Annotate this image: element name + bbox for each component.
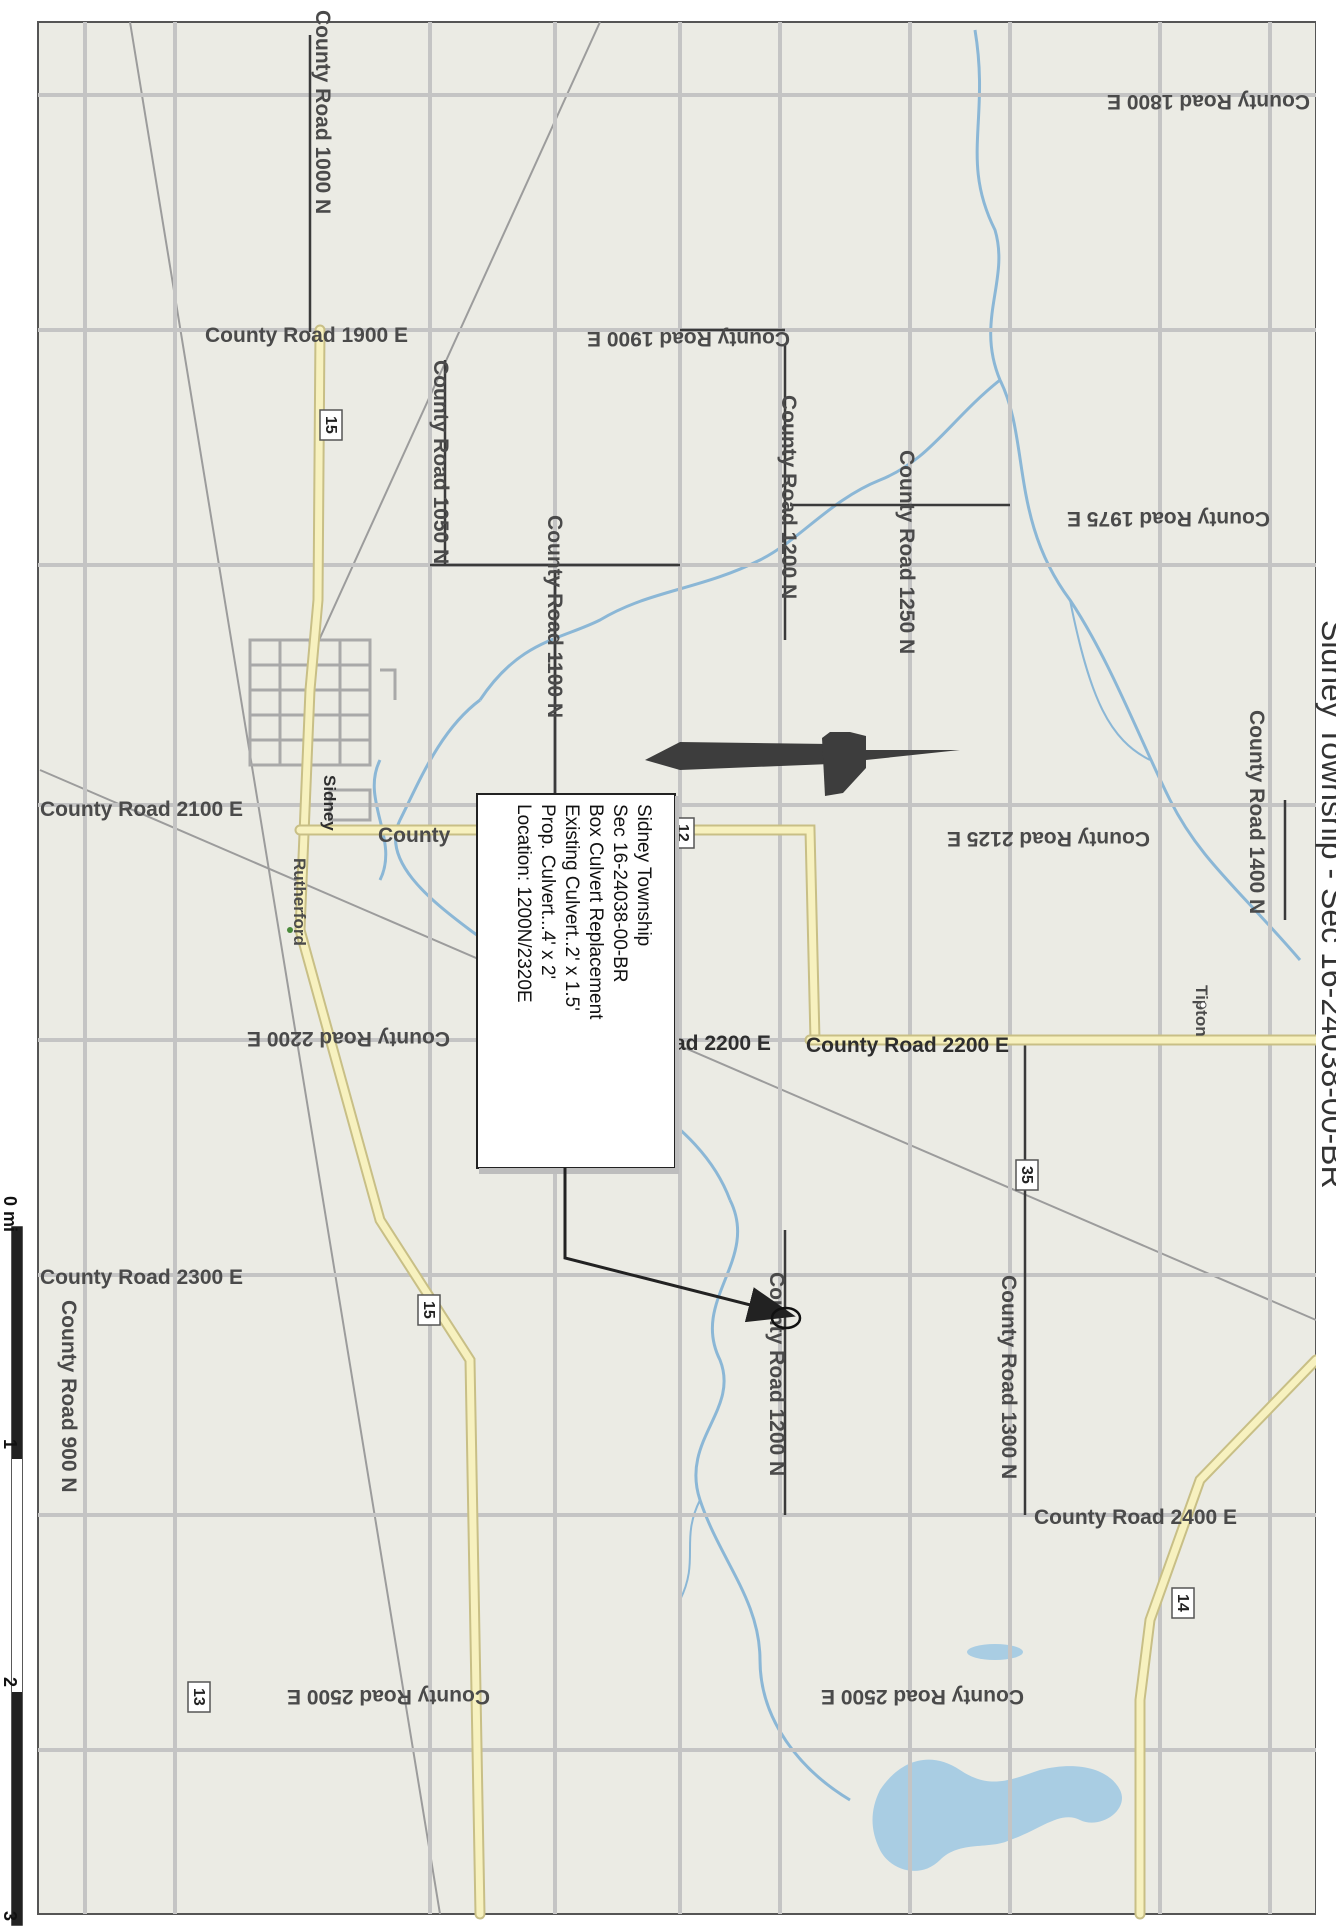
svg-text:15: 15 xyxy=(420,1301,437,1319)
road-labels: County Road 1800 E County Road 1900 E Co… xyxy=(40,10,1310,1708)
label-cr-1200n-bottom: County Road 1200 N xyxy=(765,1272,788,1476)
scale-label-1: 1 xyxy=(0,1439,20,1449)
label-cr-900n: County Road 900 N xyxy=(57,1300,80,1493)
label-cr-2300e: County Road 2300 E xyxy=(40,1266,243,1289)
label-cr-1100n: County Road 1100 N xyxy=(543,515,566,718)
label-cr-2200e-right: County Road 2200 E xyxy=(806,1034,1009,1057)
river-network xyxy=(372,29,1302,1802)
north-arrow-icon xyxy=(645,732,960,796)
culvert-info-box: Sidney Township Sec 16-24038-00-BR Box C… xyxy=(476,793,679,1174)
tipton-dot xyxy=(1199,1001,1207,1009)
info-line-1: Sidney Township xyxy=(633,804,654,946)
scale-bar: 0 mi 1 2 3 xyxy=(0,1196,23,1926)
shield-35: 35 xyxy=(1015,1159,1039,1191)
label-cr-2100e: County Road 2100 E xyxy=(40,798,243,821)
svg-text:14: 14 xyxy=(1174,1594,1191,1612)
town-rutherford: Rutherford xyxy=(290,858,309,946)
page-header: Sidney Township - Sec 16-24038-00-BR xyxy=(1315,0,1336,1927)
info-line-5: Prop. Culvert...4' x 2' xyxy=(537,804,558,979)
label-cr-1900e-right: County Road 1900 E xyxy=(587,327,790,350)
label-county-partial: County xyxy=(378,824,451,847)
header-partial-text: Sidney Township - Sec 16-24038-00-BR xyxy=(1315,620,1336,1189)
info-line-3: Box Culvert Replacement xyxy=(585,804,606,1020)
rutherford-dot xyxy=(287,927,293,933)
label-cr-2500e-right: County Road 2500 E xyxy=(821,1685,1024,1708)
scale-label-3: 3 xyxy=(0,1911,20,1921)
label-cr-1000n: County Road 1000 N xyxy=(311,10,334,214)
town-tipton: Tipton xyxy=(1192,985,1211,1037)
label-cr-2200e-left: County Road 2200 E xyxy=(247,1027,450,1050)
label-cr-1975e: County Road 1975 E xyxy=(1067,507,1270,530)
scale-label-0: 0 mi xyxy=(0,1196,20,1232)
town-labels: Sidney Rutherford Tipton xyxy=(287,775,1211,1037)
info-line-4: Existing Culvert..2' x 1.5' xyxy=(561,804,582,1011)
label-cr-1900e-left: County Road 1900 E xyxy=(205,324,408,347)
label-cr-1050n: County Road 1050 N xyxy=(429,360,452,564)
culvert-location-marker xyxy=(770,1306,802,1330)
svg-text:13: 13 xyxy=(190,1688,207,1706)
label-cr-1250n: County Road 1250 N xyxy=(895,450,918,654)
label-cr-1300n: County Road 1300 N xyxy=(997,1275,1020,1479)
svg-text:35: 35 xyxy=(1018,1166,1035,1184)
label-cr-2400e: County Road 2400 E xyxy=(1034,1506,1237,1529)
info-line-6: Location: 1200N/2320E xyxy=(513,804,534,1003)
shield-15-south: 15 xyxy=(417,1294,441,1326)
info-line-2: Sec 16-24038-00-BR xyxy=(609,804,630,983)
label-cr-2500e-left: County Road 2500 E xyxy=(287,1685,490,1708)
scale-label-2: 2 xyxy=(0,1677,20,1687)
svg-text:15: 15 xyxy=(322,416,339,434)
culvert-leader xyxy=(563,1168,802,1330)
shield-14: 14 xyxy=(1171,1587,1195,1619)
highlighted-roads xyxy=(308,35,1287,1515)
label-cr-2125e: County Road 2125 E xyxy=(947,827,1150,850)
label-cr-1400n: County Road 1400 N xyxy=(1245,710,1268,914)
shield-15-north: 15 xyxy=(319,409,343,441)
highways xyxy=(294,324,1322,1920)
town-sidney: Sidney xyxy=(320,775,339,831)
label-cr-1200n-top: County Road 1200 N xyxy=(777,395,800,599)
label-cr-1800e: County Road 1800 E xyxy=(1107,90,1310,113)
shield-13: 13 xyxy=(187,1681,211,1713)
